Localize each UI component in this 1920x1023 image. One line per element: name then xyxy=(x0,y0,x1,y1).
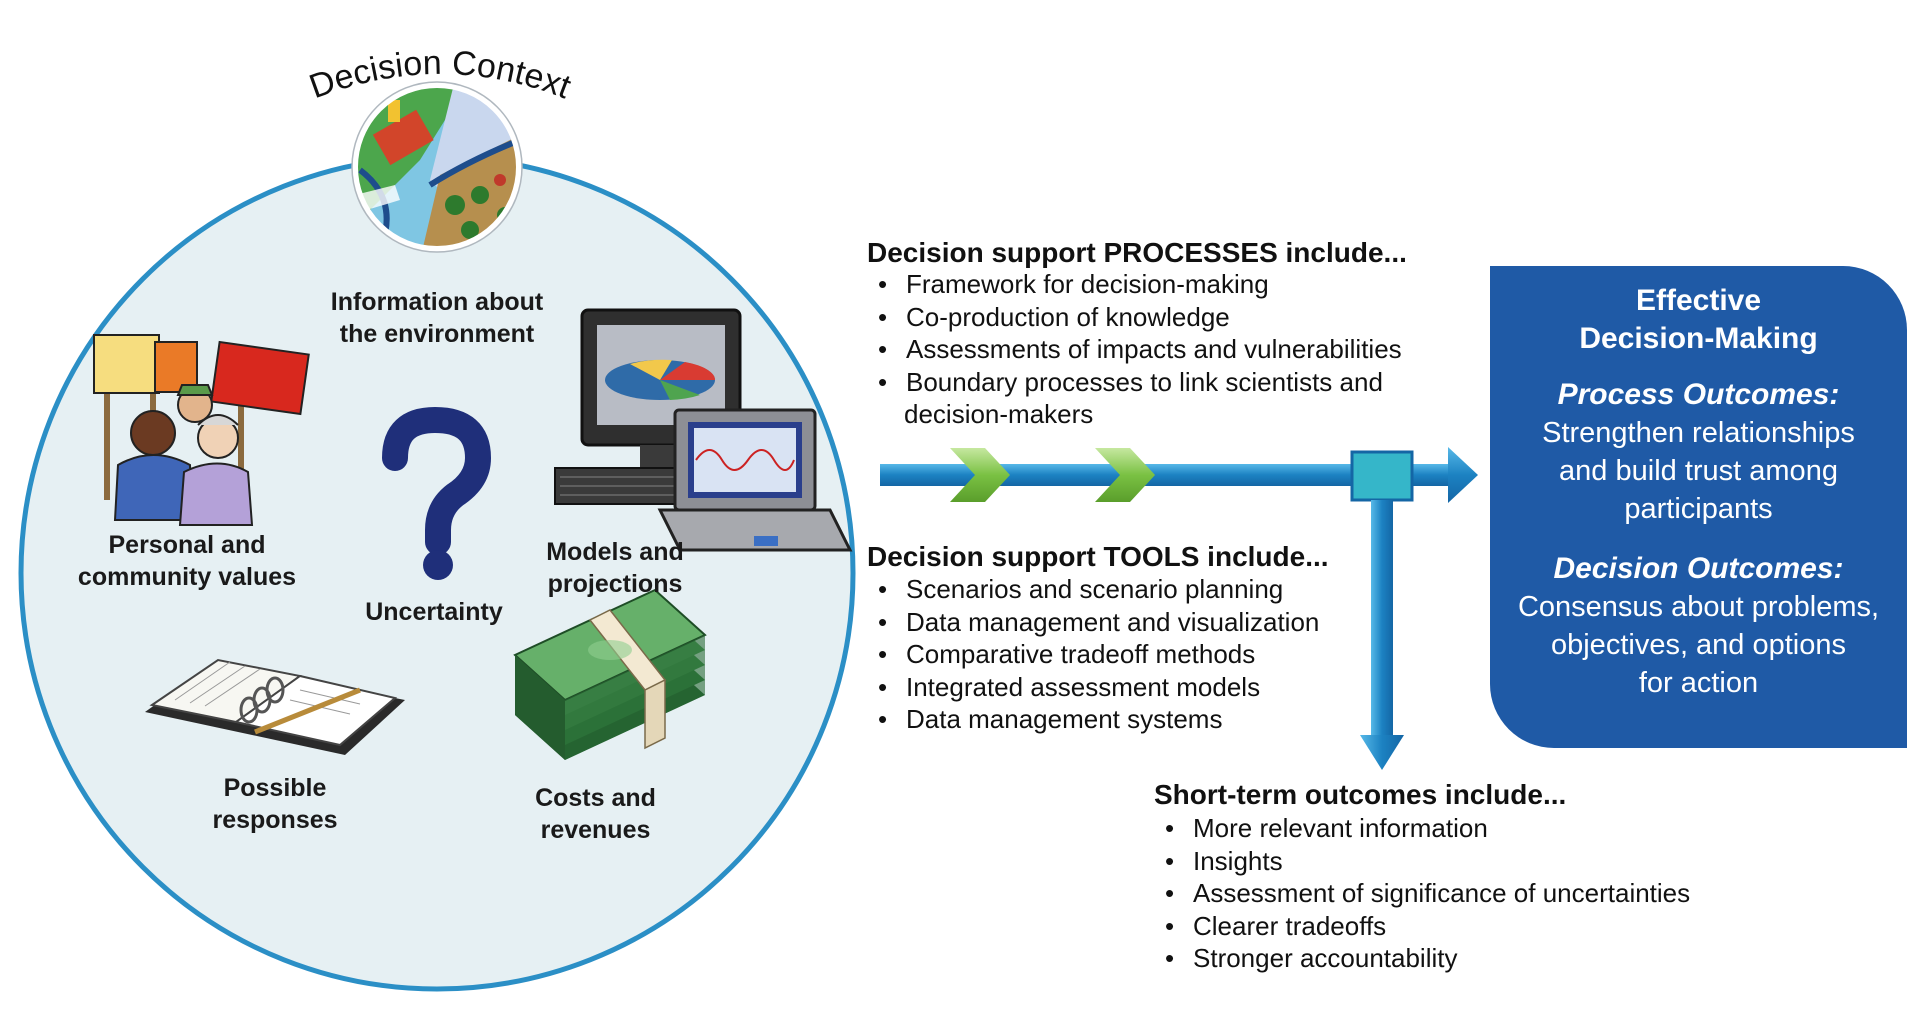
processes-item: Framework for decision-making xyxy=(874,268,1402,301)
process-outcomes-line-3: participants xyxy=(1624,493,1773,525)
tools-item: Scenarios and scenario planning xyxy=(874,573,1319,606)
tools-item: Comparative tradeoff methods xyxy=(874,638,1319,671)
label-environment: Information about the environment xyxy=(316,286,558,350)
label-costs-line-2: revenues xyxy=(540,816,651,844)
short-term-list: More relevant information Insights Asses… xyxy=(1161,812,1690,975)
tools-title: Decision support TOOLS include... xyxy=(867,541,1329,572)
label-environment-line-2: the environment xyxy=(339,320,535,348)
label-models: Models and projections xyxy=(520,536,710,600)
processes-item-continuation: decision-makers xyxy=(904,399,1094,429)
decision-outcomes-line-1: Consensus about problems, xyxy=(1517,591,1880,623)
effective-title-line-2: Decision-Making xyxy=(1579,322,1818,355)
junction-square xyxy=(1350,450,1414,502)
short-term-title: Short-term outcomes include... xyxy=(1154,779,1567,810)
processes-item: Boundary processes to link scientists an… xyxy=(874,366,1402,399)
tools-list: Scenarios and scenario planning Data man… xyxy=(874,573,1319,736)
downward-arrow xyxy=(1360,500,1404,770)
protest-icon xyxy=(93,334,310,526)
label-environment-line-1: Information about xyxy=(330,288,544,316)
chevron-1 xyxy=(950,448,1010,502)
computer-icon xyxy=(554,308,853,552)
label-responses-line-2: responses xyxy=(212,806,338,834)
money-stack-icon xyxy=(513,588,707,760)
planner-icon xyxy=(145,658,405,755)
label-responses-line-1: Possible xyxy=(223,774,327,802)
label-models-line-2: projections xyxy=(547,570,683,598)
svg-text:Decision Context: Decision Context xyxy=(304,44,576,105)
label-uncertainty: Uncertainty xyxy=(365,598,503,626)
label-responses: Possible responses xyxy=(190,772,360,836)
decision-context-title-text: Decision Context xyxy=(304,44,576,105)
label-costs-line-1: Costs and xyxy=(535,784,656,812)
label-costs: Costs and revenues xyxy=(508,782,683,846)
effective-title-line-1: Effective xyxy=(1635,284,1762,317)
decision-context-title: Decision Context xyxy=(304,44,576,105)
processes-item: Co-production of knowledge xyxy=(874,301,1402,334)
short-term-item: Assessment of significance of uncertaint… xyxy=(1161,877,1690,910)
process-outcomes-line-1: Strengthen relationships xyxy=(1542,417,1855,449)
label-values-line-2: community values xyxy=(77,563,297,591)
process-outcomes-line-2: and build trust among xyxy=(1559,455,1838,487)
label-models-line-1: Models and xyxy=(546,538,684,566)
label-values: Personal and community values xyxy=(55,529,319,593)
short-term-item: Clearer tradeoffs xyxy=(1161,910,1690,943)
short-term-item: Insights xyxy=(1161,845,1690,878)
decision-outcomes-heading: Decision Outcomes: xyxy=(1553,552,1844,585)
tools-item: Data management systems xyxy=(874,703,1319,736)
question-mark-icon xyxy=(382,406,492,580)
chevron-2 xyxy=(1095,448,1155,502)
processes-list: Framework for decision-making Co-product… xyxy=(874,268,1402,398)
decision-outcomes-line-2: objectives, and options xyxy=(1550,629,1847,661)
effective-decision-making-box: Effective Decision-Making Process Outcom… xyxy=(1490,266,1907,748)
process-outcomes-heading: Process Outcomes: xyxy=(1557,378,1840,411)
tools-item: Data management and visualization xyxy=(874,606,1319,639)
short-term-item: More relevant information xyxy=(1161,812,1690,845)
decision-outcomes-line-3: for action xyxy=(1638,667,1759,699)
processes-item: Assessments of impacts and vulnerabiliti… xyxy=(874,333,1402,366)
label-values-line-1: Personal and xyxy=(108,531,266,559)
processes-title: Decision support PROCESSES include... xyxy=(867,237,1407,268)
main-flow-arrow xyxy=(880,447,1478,503)
tools-item: Integrated assessment models xyxy=(874,671,1319,704)
short-term-item: Stronger accountability xyxy=(1161,942,1690,975)
